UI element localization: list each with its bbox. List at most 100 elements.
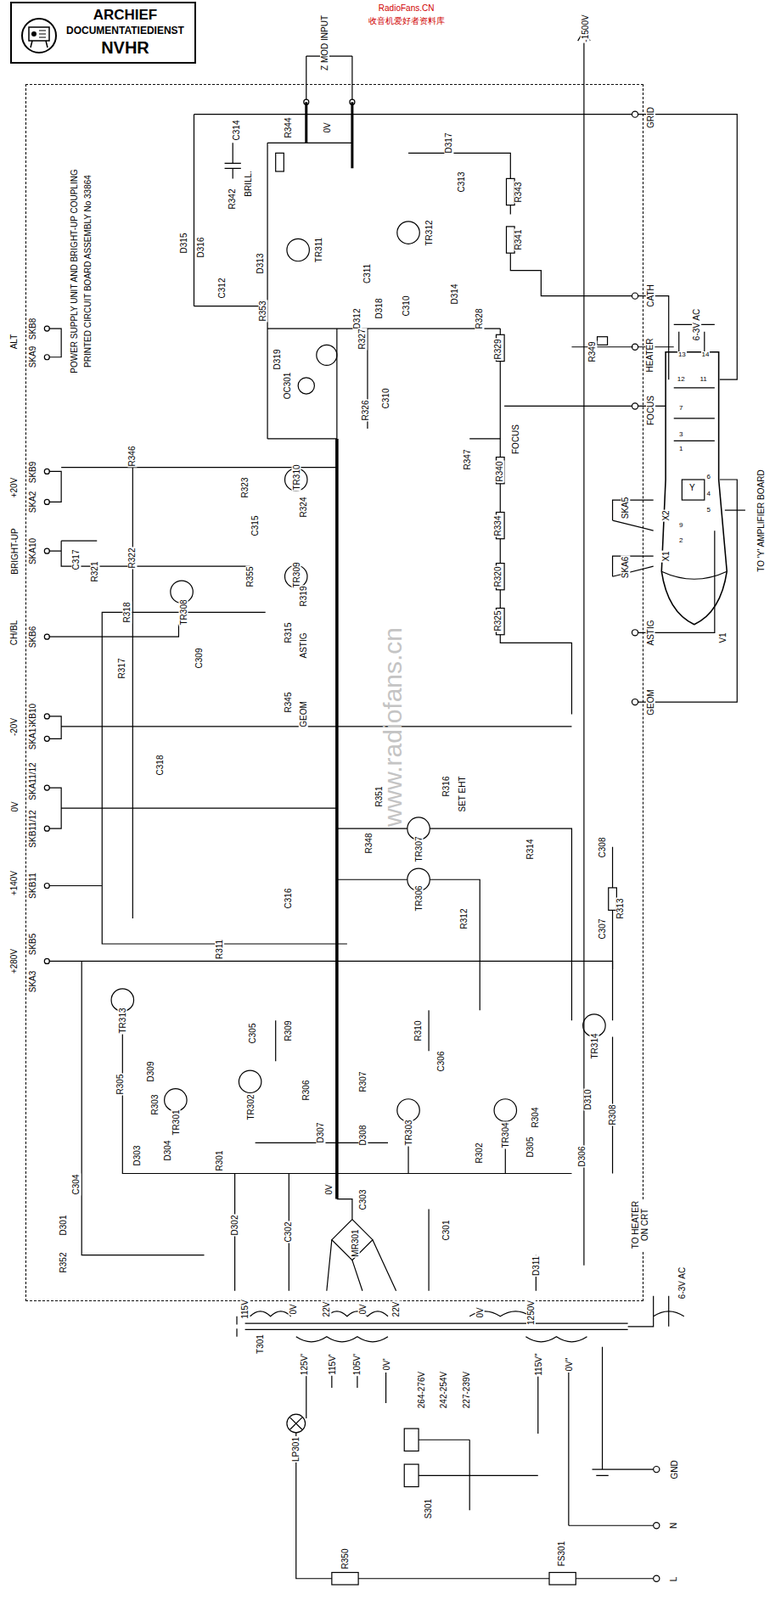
component-label: 0V'': [563, 1357, 574, 1373]
stamp-icon: [16, 11, 62, 63]
component-label: Y: [688, 483, 697, 493]
component-label: 22V: [321, 1301, 332, 1319]
component-label: SKA11/12: [28, 761, 38, 801]
pin-number: 11: [698, 376, 708, 384]
component-label: SKB8: [28, 316, 38, 341]
component-label: X1: [661, 550, 671, 562]
component-label: R303: [150, 1093, 160, 1116]
component-label: D304: [163, 1139, 174, 1162]
component-label: FOCUS: [646, 394, 656, 427]
component-label: 0V: [321, 121, 332, 134]
component-label: R341: [513, 229, 523, 252]
component-label: 0V: [324, 1183, 334, 1196]
component-label: T301: [255, 1333, 265, 1355]
component-label: R302: [475, 1142, 485, 1165]
pin-number: 4: [705, 490, 711, 499]
component-label: TR303: [404, 1119, 414, 1147]
board-title: POWER SUPPLY UNIT AND BRIGHT-UP COUPLING: [69, 168, 79, 374]
component-label: R340: [495, 460, 506, 484]
component-label: BRIGHT-UP: [9, 527, 19, 575]
component-label: D301: [58, 1213, 68, 1237]
component-label: R347: [462, 448, 472, 471]
component-label: 6-3V AC: [691, 308, 702, 342]
component-label: R345: [284, 691, 294, 714]
component-label: D319: [273, 348, 283, 371]
component-label: TR307: [414, 836, 424, 864]
component-label: ASTIG: [298, 631, 309, 659]
component-label: 1250V: [526, 1299, 536, 1327]
source-mark: 收音机爱好者资料库: [367, 16, 446, 26]
component-label: SKA1: [28, 727, 38, 752]
component-label: ASTIG: [646, 619, 656, 647]
component-label: C313: [456, 170, 467, 193]
component-label: C318: [155, 754, 165, 777]
component-label: D310: [583, 1088, 593, 1111]
component-label: D307: [315, 1122, 326, 1145]
component-label: TR306: [414, 884, 424, 912]
component-label: C316: [284, 887, 294, 910]
component-label: SKB5: [28, 932, 38, 957]
component-label: GEOM: [646, 688, 656, 717]
component-label: R322: [128, 547, 138, 570]
pin-number: 14: [701, 351, 711, 360]
component-label: D306: [577, 1146, 587, 1169]
component-label: -1500V: [580, 14, 590, 44]
pin-number: 1: [678, 445, 684, 454]
component-label: +20V: [9, 477, 19, 500]
archive-stamp: ARCHIEFDOCUMENTATIEDIENSTNVHR: [10, 1, 197, 63]
component-label: R310: [414, 1020, 424, 1043]
component-label: R352: [58, 1252, 68, 1275]
pin-number: 2: [678, 537, 684, 546]
component-label: D303: [133, 1144, 143, 1167]
board-title: PRINTED CIRCUIT BOARD ASSEMBLY No 33864: [83, 174, 93, 369]
component-label: SKA2: [28, 490, 38, 515]
component-label: S301: [424, 1498, 434, 1520]
component-label: R329: [493, 337, 503, 360]
component-label: L: [668, 1576, 679, 1584]
component-label: R311: [214, 938, 225, 961]
component-label: D305: [526, 1136, 536, 1159]
component-label: R320: [493, 566, 503, 589]
pin-number: 3: [678, 431, 684, 439]
component-label: R315: [284, 622, 294, 645]
component-label: R319: [299, 584, 310, 607]
pin-number: 9: [678, 522, 684, 530]
component-label: R305: [115, 1073, 125, 1096]
component-label: 22V: [391, 1301, 401, 1319]
component-label: C306: [436, 1050, 446, 1074]
component-label: N: [668, 1522, 679, 1530]
component-label: R324: [299, 496, 310, 519]
component-label: R304: [531, 1106, 541, 1130]
component-label: R323: [240, 477, 250, 500]
component-label: TR309: [291, 561, 301, 589]
component-label: C310: [401, 295, 411, 318]
component-label: TR311: [314, 236, 324, 264]
component-label: SKA10: [28, 537, 38, 566]
component-label: TR308: [179, 599, 189, 627]
component-label: R355: [245, 566, 255, 589]
component-label: Z MOD INPUT: [320, 14, 330, 72]
stamp-text: DOCUMENTATIEDIENST: [66, 24, 185, 38]
component-label: CATH: [646, 284, 656, 309]
component-label: D317: [444, 131, 455, 154]
component-label: R327: [357, 327, 367, 350]
component-label: R301: [214, 1149, 225, 1172]
pin-number: 5: [705, 506, 711, 515]
component-label: R307: [359, 1071, 369, 1094]
component-label: SKA6: [621, 556, 631, 580]
pin-number: 12: [676, 376, 686, 384]
component-label: R348: [365, 831, 375, 855]
component-label: D312: [352, 307, 362, 330]
component-label: R312: [460, 907, 470, 930]
component-label: 105V': [352, 1353, 362, 1377]
component-label: C301: [441, 1219, 451, 1242]
component-label: C303: [359, 1188, 369, 1211]
component-label: R342: [228, 188, 238, 211]
component-label: 227-239V: [461, 1370, 472, 1410]
component-label: C307: [597, 917, 607, 940]
component-label: 0V: [288, 1303, 298, 1316]
component-label: C317: [72, 548, 82, 571]
component-label: SKA9: [28, 345, 38, 370]
component-label: R313: [616, 897, 626, 920]
component-label: BRILL.: [243, 169, 253, 198]
